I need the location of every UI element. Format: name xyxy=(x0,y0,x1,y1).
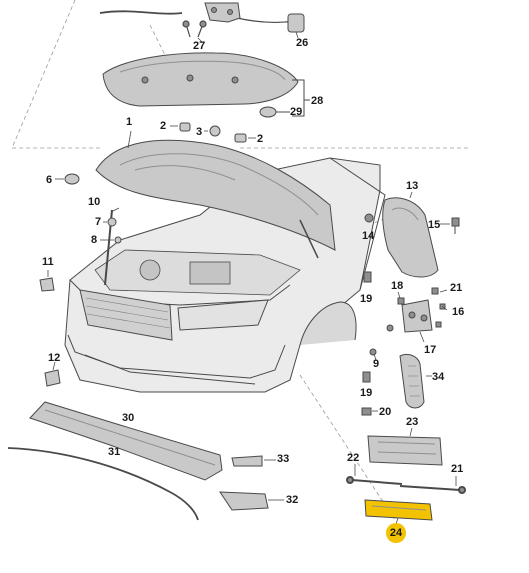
wheel-arch-liner-13 xyxy=(382,197,439,278)
hood-release-cable xyxy=(99,10,296,24)
callout-8: 8 xyxy=(91,234,98,246)
callout-14: 14 xyxy=(362,230,375,242)
callout-12: 12 xyxy=(48,352,61,364)
release-handle-34 xyxy=(399,353,425,409)
callout-3: 3 xyxy=(196,126,203,138)
headlight xyxy=(177,299,269,331)
callout-11: 11 xyxy=(42,256,54,268)
callout-20: 20 xyxy=(379,406,392,418)
callout-17: 17 xyxy=(424,344,437,356)
callout-2-right: 2 xyxy=(257,133,264,145)
left-small-parts xyxy=(39,173,122,387)
callout-29: 29 xyxy=(290,106,303,118)
buffers xyxy=(179,122,247,143)
callout-16: 16 xyxy=(452,306,465,318)
callout-24-highlighted: 24 xyxy=(386,523,406,543)
callout-10: 10 xyxy=(88,196,101,208)
callout-7: 7 xyxy=(95,216,102,228)
radiator-grille xyxy=(79,289,173,341)
callout-19-upper: 19 xyxy=(360,293,373,305)
callout-15: 15 xyxy=(428,219,441,231)
latch-17 xyxy=(401,299,433,333)
callout-21-lower: 21 xyxy=(451,463,464,475)
gas-strut-21 xyxy=(399,485,466,494)
gas-strut-22 xyxy=(346,476,403,485)
callout-22: 22 xyxy=(347,452,360,464)
cowl-panel-30 xyxy=(29,401,223,481)
bracket-28 xyxy=(292,79,305,117)
engine-bay xyxy=(94,249,301,296)
callout-30: 30 xyxy=(122,412,135,424)
callout-18: 18 xyxy=(391,280,404,292)
grommet-14 xyxy=(364,213,374,223)
callout-1: 1 xyxy=(126,116,133,128)
callout-23: 23 xyxy=(406,416,419,428)
callout-6: 6 xyxy=(46,174,53,186)
covers-32-33 xyxy=(219,455,269,511)
lock-switch xyxy=(287,13,305,33)
callout-33: 33 xyxy=(277,453,290,465)
callout-21-upper: 21 xyxy=(450,282,463,294)
callout-2-left: 2 xyxy=(160,120,167,132)
callout-32: 32 xyxy=(286,494,299,506)
callout-28: 28 xyxy=(311,95,324,107)
screws-27 xyxy=(182,20,207,38)
bracket-23 xyxy=(367,435,443,466)
hood-insulation-mat xyxy=(102,52,299,107)
callout-31: 31 xyxy=(108,446,121,458)
callout-9: 9 xyxy=(373,358,380,370)
strut-rod xyxy=(299,219,319,259)
part-24-highlighted xyxy=(364,499,433,521)
hood-lock xyxy=(204,2,241,23)
seal-31 xyxy=(7,447,199,521)
hood-panel xyxy=(95,139,336,251)
callout-27: 27 xyxy=(193,40,206,52)
callout-34: 34 xyxy=(432,371,445,383)
callout-26: 26 xyxy=(296,37,309,49)
screw-15 xyxy=(451,217,460,234)
callout-19-lower: 19 xyxy=(360,387,373,399)
clip-29 xyxy=(259,106,277,118)
callout-13: 13 xyxy=(406,180,419,192)
